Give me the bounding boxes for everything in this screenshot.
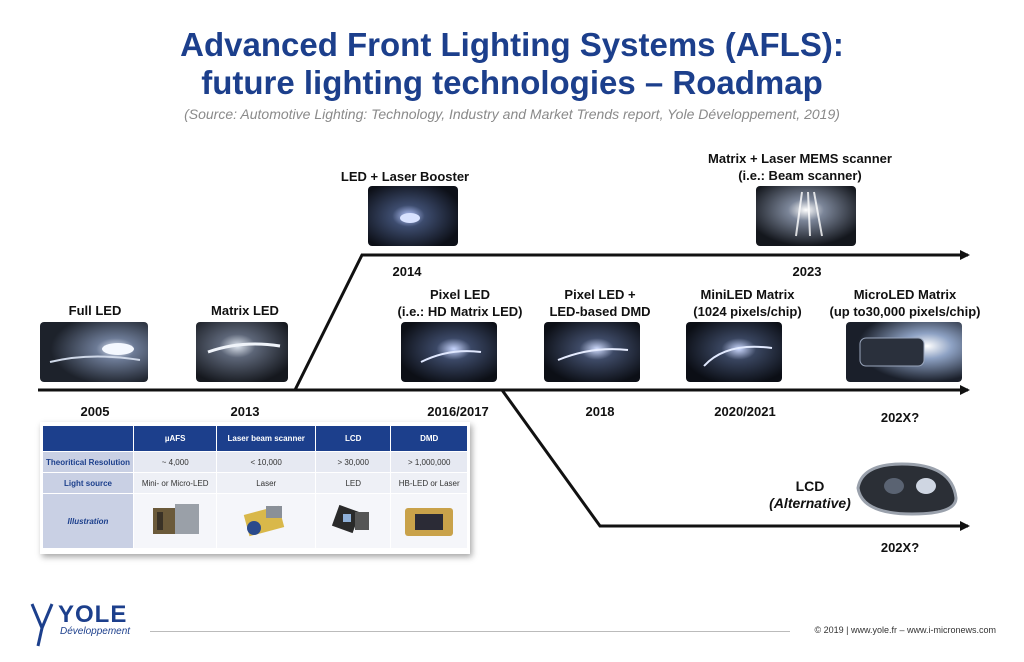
miniled-label-line2: (1024 pixels/chip)	[693, 304, 802, 319]
table-cell: < 10,000	[216, 451, 317, 473]
laser-booster-label: LED + Laser Booster	[340, 169, 470, 184]
year-2016-2017: 2016/2017	[427, 404, 489, 419]
pixel-led-label: Pixel LED (i.e.: HD Matrix LED)	[375, 286, 545, 320]
table-header-dmd: DMD	[390, 425, 468, 452]
pixel-led-label-line2: (i.e.: HD Matrix LED)	[397, 304, 523, 319]
pixel-led-headlight-image	[401, 322, 497, 382]
lcd-label-line1: LCD	[795, 478, 825, 494]
miniled-label: MiniLED Matrix (1024 pixels/chip)	[675, 286, 820, 320]
table-header-uafs: µAFS	[132, 425, 218, 452]
yole-logo-subtitle: Développement	[60, 626, 131, 637]
year-2020-2021: 2020/2021	[714, 404, 776, 419]
microled-headlight-image	[846, 322, 962, 382]
table-cell: LED	[315, 472, 392, 494]
year-202x-lcd: 202X?	[880, 540, 920, 555]
lcd-module-illustration	[315, 493, 392, 549]
microled-label-line1: MicroLED Matrix	[853, 287, 957, 302]
year-2005: 2005	[80, 404, 110, 419]
row-label-illustration: Illustration	[42, 493, 134, 549]
table-header-row: µAFS Laser beam scanner LCD DMD	[42, 425, 468, 452]
row-label-resolution: Theoritical Resolution	[42, 451, 134, 473]
year-202x-main: 202X?	[880, 410, 920, 425]
mems-label-line1: Matrix + Laser MEMS scanner	[708, 151, 892, 166]
miniled-headlight-image	[686, 322, 782, 382]
year-2023: 2023	[792, 264, 822, 279]
lower-branch-arrow	[500, 389, 970, 531]
table-cell: > 1,000,000	[390, 451, 468, 473]
table-header-lcd: LCD	[315, 425, 392, 452]
technology-comparison-table: µAFS Laser beam scanner LCD DMD Theoriti…	[40, 422, 470, 554]
lcd-label: LCD (Alternative)	[755, 478, 865, 512]
pixel-dmd-label-line2: LED-based DMD	[549, 304, 651, 319]
table-header-laser-beam-scanner: Laser beam scanner	[216, 425, 317, 452]
yole-logo: YOLE	[58, 601, 128, 628]
microled-label: MicroLED Matrix (up to30,000 pixels/chip…	[815, 286, 995, 320]
source-note: (Source: Automotive Lighting: Technology…	[184, 106, 840, 122]
table-cell: Mini- or Micro-LED	[132, 472, 218, 494]
page-title-line1: Advanced Front Lighting Systems (AFLS):	[180, 26, 844, 63]
upper-branch-arrow	[293, 250, 970, 391]
full-led-label: Full LED	[68, 303, 122, 318]
year-2014: 2014	[392, 264, 422, 279]
laser-scanner-module-illustration	[216, 493, 317, 549]
pixel-dmd-label-line1: Pixel LED +	[564, 287, 636, 302]
uafs-module-illustration	[132, 493, 218, 549]
year-2018: 2018	[585, 404, 615, 419]
footer-copyright: © 2019 | www.yole.fr – www.i-micronews.c…	[814, 625, 996, 635]
full-led-headlight-image	[40, 322, 148, 382]
matrix-led-headlight-image	[196, 322, 288, 382]
mems-label-line2: (i.e.: Beam scanner)	[738, 168, 862, 183]
table-row: Light source Mini- or Micro-LED Laser LE…	[42, 472, 468, 494]
pixel-dmd-label: Pixel LED + LED-based DMD	[530, 286, 670, 320]
lcd-headlight-image	[852, 458, 962, 520]
yole-logo-mark-icon	[30, 603, 54, 647]
table-cell: ~ 4,000	[132, 451, 218, 473]
footer-divider	[150, 631, 790, 632]
table-cell: > 30,000	[315, 451, 392, 473]
mems-label: Matrix + Laser MEMS scanner (i.e.: Beam …	[690, 150, 910, 184]
row-label-light-source: Light source	[42, 472, 134, 494]
pixel-dmd-headlight-image	[544, 322, 640, 382]
year-2013: 2013	[230, 404, 260, 419]
lcd-label-line2: (Alternative)	[769, 495, 851, 511]
table-row: Illustration	[42, 493, 468, 549]
microled-label-line2: (up to30,000 pixels/chip)	[829, 304, 981, 319]
pixel-led-label-line1: Pixel LED	[430, 287, 490, 302]
mems-headlight-image	[756, 186, 856, 246]
page-title-line2: future lighting technologies – Roadmap	[201, 64, 823, 101]
dmd-chip-illustration	[390, 493, 468, 549]
matrix-led-label: Matrix LED	[211, 303, 279, 318]
table-header-empty	[42, 425, 134, 452]
laser-booster-headlight-image	[368, 186, 458, 246]
table-row: Theoritical Resolution ~ 4,000 < 10,000 …	[42, 451, 468, 473]
table-cell: HB-LED or Laser	[390, 472, 468, 494]
table-cell: Laser	[216, 472, 317, 494]
miniled-label-line1: MiniLED Matrix	[700, 287, 795, 302]
